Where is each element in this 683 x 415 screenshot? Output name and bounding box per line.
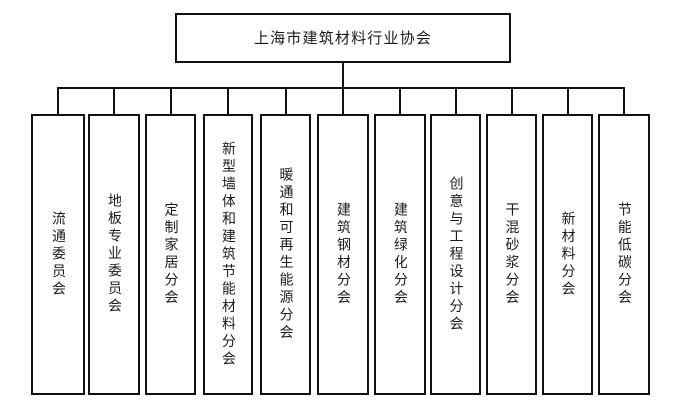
- branch-drop-connector-5: [285, 87, 287, 115]
- branch-drop-connector-8: [455, 87, 457, 115]
- branch-drop-connector-6: [342, 87, 344, 115]
- branch-node-label-4: 新型墙体和建筑节能材料分会: [221, 140, 235, 369]
- branch-node-label-6: 建筑钢材分会: [336, 202, 350, 307]
- root-node-box[interactable]: 上海市建筑材料行业协会: [175, 13, 511, 63]
- branch-node-1[interactable]: 流通委员会: [31, 114, 85, 395]
- branch-node-label-9: 干混砂浆分会: [504, 202, 519, 307]
- branch-node-label-7: 建筑绿化分会: [393, 202, 407, 307]
- branch-drop-connector-7: [399, 87, 401, 115]
- branch-node-8[interactable]: 创意与工程设计分会: [430, 114, 481, 395]
- horizontal-connector-bus: [57, 87, 624, 89]
- root-node-label: 上海市建筑材料行业协会: [253, 28, 433, 47]
- branch-drop-connector-4: [227, 87, 229, 115]
- branch-node-6[interactable]: 建筑钢材分会: [317, 114, 369, 395]
- branch-node-label-1: 流通委员会: [51, 210, 65, 299]
- branch-node-label-3: 定制家居分会: [163, 202, 178, 307]
- branch-node-2[interactable]: 地板专业委员会: [88, 114, 140, 395]
- branch-drop-connector-11: [623, 87, 625, 115]
- branch-drop-connector-1: [57, 87, 59, 115]
- branch-drop-connector-10: [567, 87, 569, 115]
- branch-node-5[interactable]: 暖通和可再生能源分会: [260, 114, 311, 395]
- branch-node-3[interactable]: 定制家居分会: [145, 114, 196, 395]
- branch-node-4[interactable]: 新型墙体和建筑节能材料分会: [203, 114, 253, 395]
- branch-drop-connector-2: [113, 87, 115, 115]
- branch-node-label-10: 新材料分会: [560, 210, 575, 299]
- branch-node-label-11: 节能低碳分会: [617, 202, 631, 307]
- branch-node-label-2: 地板专业委员会: [107, 193, 121, 316]
- branch-node-label-5: 暖通和可再生能源分会: [278, 167, 293, 342]
- branch-node-label-8: 创意与工程设计分会: [448, 175, 463, 334]
- branch-node-7[interactable]: 建筑绿化分会: [374, 114, 426, 395]
- branch-node-10[interactable]: 新材料分会: [542, 114, 593, 395]
- branch-drop-connector-9: [511, 87, 513, 115]
- branch-drop-connector-3: [170, 87, 172, 115]
- branch-node-9[interactable]: 干混砂浆分会: [486, 114, 537, 395]
- branch-node-11[interactable]: 节能低碳分会: [598, 114, 650, 395]
- root-connector-stem: [342, 62, 344, 89]
